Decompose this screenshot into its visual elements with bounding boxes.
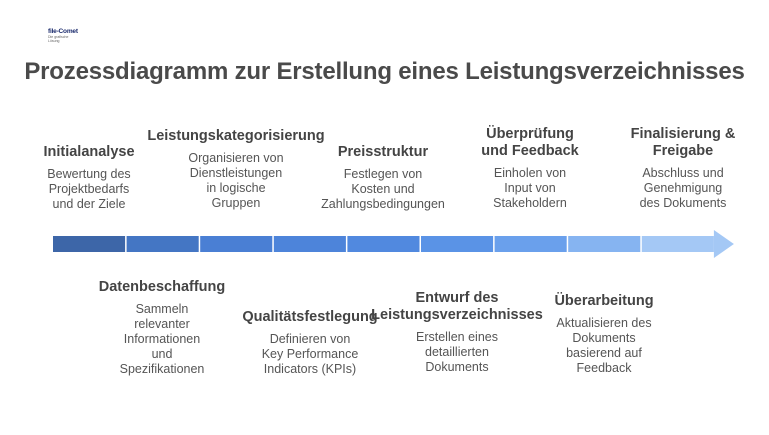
logo: file-Comet Die grafische Lösung: [40, 27, 78, 43]
timeline-segment: [568, 236, 641, 252]
step-title: Datenbeschaffung: [98, 279, 226, 295]
logo-text: file-Comet: [48, 28, 78, 35]
timeline-segment: [347, 236, 420, 252]
step-title: Überarbeitung: [554, 293, 654, 309]
step-description: Definieren von Key Performance Indicator…: [261, 332, 359, 376]
timeline-segment: [641, 236, 714, 252]
page-title: Prozessdiagramm zur Erstellung eines Lei…: [24, 58, 745, 85]
step-title: Überprüfung und Feedback: [481, 126, 579, 159]
step-title: Leistungskategorisierung: [147, 128, 325, 144]
step-title: Qualitätsfestlegung: [242, 309, 378, 325]
step-title: Initialanalyse: [43, 144, 135, 160]
step-description: Aktualisieren des Dokuments basierend au…: [556, 316, 652, 375]
timeline-segment: [200, 236, 273, 252]
step-title: Finalisierung & Freigabe: [630, 126, 736, 159]
timeline-segment: [53, 236, 126, 252]
step-description: Einholen von Input von Stakeholdern: [493, 166, 567, 210]
arrow-head: [713, 230, 734, 258]
step-title: Preisstruktur: [337, 144, 429, 160]
timeline-segment: [126, 236, 199, 252]
step-title: Entwurf des Leistungsverzeichnisses: [371, 290, 543, 323]
step-description: Festlegen von Kosten und Zahlungsbedingu…: [321, 167, 445, 211]
logo-subtitle: Die grafische Lösung: [48, 35, 69, 43]
step-description: Organisieren von Dienstleistungen in log…: [188, 151, 284, 210]
step-description: Erstellen eines detaillierten Dokuments: [416, 330, 498, 374]
timeline-segment: [421, 236, 494, 252]
step-description: Abschluss und Genehmigung des Dokuments: [639, 166, 727, 210]
step-description: Sammeln relevanter Informationen und Spe…: [119, 302, 205, 376]
timeline-segment: [273, 236, 346, 252]
timeline-segment: [494, 236, 567, 252]
step-description: Bewertung des Projektbedarfs und der Zie…: [47, 167, 131, 211]
